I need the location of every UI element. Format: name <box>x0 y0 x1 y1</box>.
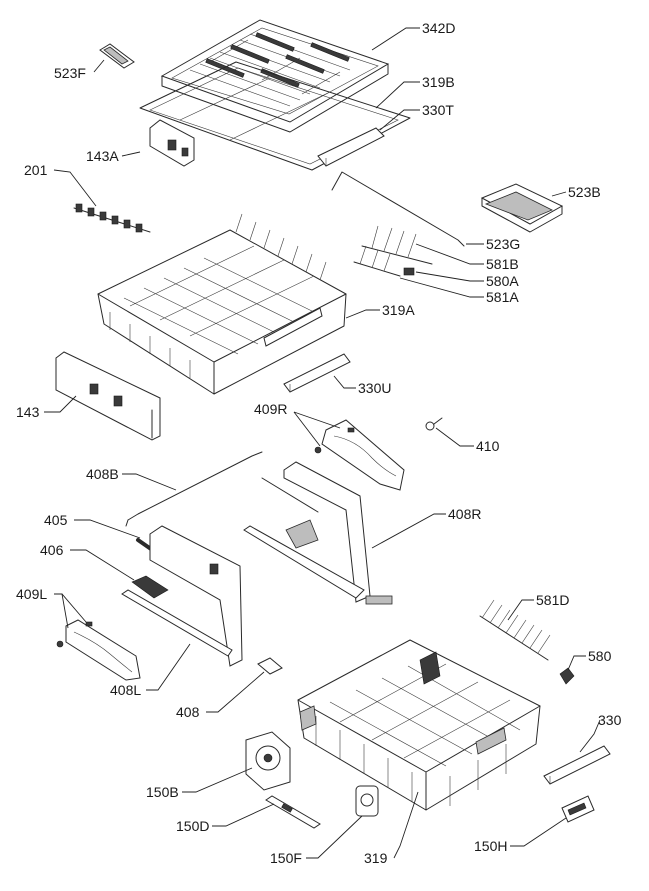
leader-405 <box>74 519 141 539</box>
part-408L-slide <box>121 525 243 667</box>
leader-143A <box>121 151 141 157</box>
leader-150D <box>212 803 275 827</box>
label-143: 143 <box>16 404 40 420</box>
leader-409L-b <box>54 593 87 623</box>
part-523B-insert <box>480 183 564 233</box>
label-319A: 319A <box>382 302 415 318</box>
leader-408 <box>206 671 265 713</box>
label-201: 201 <box>24 162 48 178</box>
leader-408L <box>146 643 191 691</box>
leader-150H <box>510 817 567 847</box>
leader-581A <box>399 277 484 298</box>
part-409L-cover <box>56 619 141 681</box>
label-580: 580 <box>588 648 612 664</box>
label-150B: 150B <box>146 784 179 800</box>
leader-319 <box>393 791 419 859</box>
part-319-lower-basket <box>297 639 541 811</box>
leader-580 <box>567 655 586 671</box>
part-410-screw <box>425 417 443 431</box>
label-342D: 342D <box>422 20 455 36</box>
leader-319B <box>375 81 420 109</box>
label-409R: 409R <box>254 401 287 417</box>
part-408R-slide <box>243 461 393 605</box>
label-408L: 408L <box>110 682 141 698</box>
label-405: 405 <box>44 512 68 528</box>
label-406: 406 <box>40 542 64 558</box>
leader-319A <box>345 309 380 319</box>
leader-408R <box>371 513 446 549</box>
part-143A-bracket <box>149 119 195 167</box>
label-319B: 319B <box>422 74 455 90</box>
part-330U-trim <box>283 353 351 393</box>
label-408: 408 <box>176 704 200 720</box>
label-580A: 580A <box>486 273 519 289</box>
leader-523B <box>551 191 567 197</box>
part-319A-upper-basket <box>97 213 347 395</box>
leader-408B <box>122 473 177 491</box>
leader-409R-b <box>293 411 321 447</box>
label-330: 330 <box>598 712 622 728</box>
leader-lines <box>44 27 601 859</box>
part-342D-cutlery-tray <box>160 19 390 133</box>
leader-330U <box>333 375 356 389</box>
label-150D: 150D <box>176 818 209 834</box>
leader-409R-a <box>293 411 341 429</box>
part-330-trim <box>543 745 611 785</box>
label-581A: 581A <box>486 289 519 305</box>
label-523G: 523G <box>486 236 520 252</box>
leader-523F <box>93 59 105 73</box>
part-319B-frame <box>139 61 411 171</box>
leader-406 <box>70 549 135 581</box>
part-330T-trim <box>317 127 385 167</box>
part-143-bracket <box>55 351 161 441</box>
part-406-pad <box>131 575 169 599</box>
part-580A-clip <box>403 267 415 276</box>
label-409L: 409L <box>16 586 47 602</box>
label-330T: 330T <box>422 102 454 118</box>
label-581D: 581D <box>536 592 569 608</box>
part-201-hooks <box>73 203 151 233</box>
part-408-clip <box>257 657 283 675</box>
part-581B-rack <box>361 225 433 265</box>
label-408B: 408B <box>86 466 119 482</box>
label-319: 319 <box>364 850 388 866</box>
part-523G-wire <box>331 171 465 247</box>
leader-330T <box>379 109 420 131</box>
part-580-clip <box>559 667 575 685</box>
leader-143 <box>44 395 77 413</box>
part-581D-rack <box>479 599 551 661</box>
part-labels: 342D 523F 319B 330T 143A 201 523B 523G 5… <box>16 20 622 866</box>
part-581A-rack <box>353 245 401 277</box>
leader-342D <box>371 27 420 51</box>
leader-410 <box>435 427 474 447</box>
leader-150F <box>306 815 363 859</box>
leader-201 <box>53 169 97 207</box>
part-150B-wheel <box>245 731 291 791</box>
label-408R: 408R <box>448 506 481 522</box>
label-150F: 150F <box>270 850 302 866</box>
part-150D-runner <box>265 795 321 829</box>
leader-580A <box>415 271 484 282</box>
label-330U: 330U <box>358 380 391 396</box>
label-143A: 143A <box>86 148 119 164</box>
leader-581B <box>415 243 484 265</box>
label-523B: 523B <box>568 184 601 200</box>
label-150H: 150H <box>474 838 507 854</box>
part-523F-clip <box>99 43 135 69</box>
part-150F-roller <box>355 785 379 817</box>
leader-581D <box>507 599 534 621</box>
label-581B: 581B <box>486 256 519 272</box>
part-408B-rod <box>125 451 263 527</box>
part-150H-cap <box>561 795 595 823</box>
label-410: 410 <box>476 438 500 454</box>
leader-330 <box>579 719 601 753</box>
part-409R-cover <box>314 419 405 491</box>
label-523F: 523F <box>54 65 86 81</box>
leader-150B <box>182 767 253 793</box>
